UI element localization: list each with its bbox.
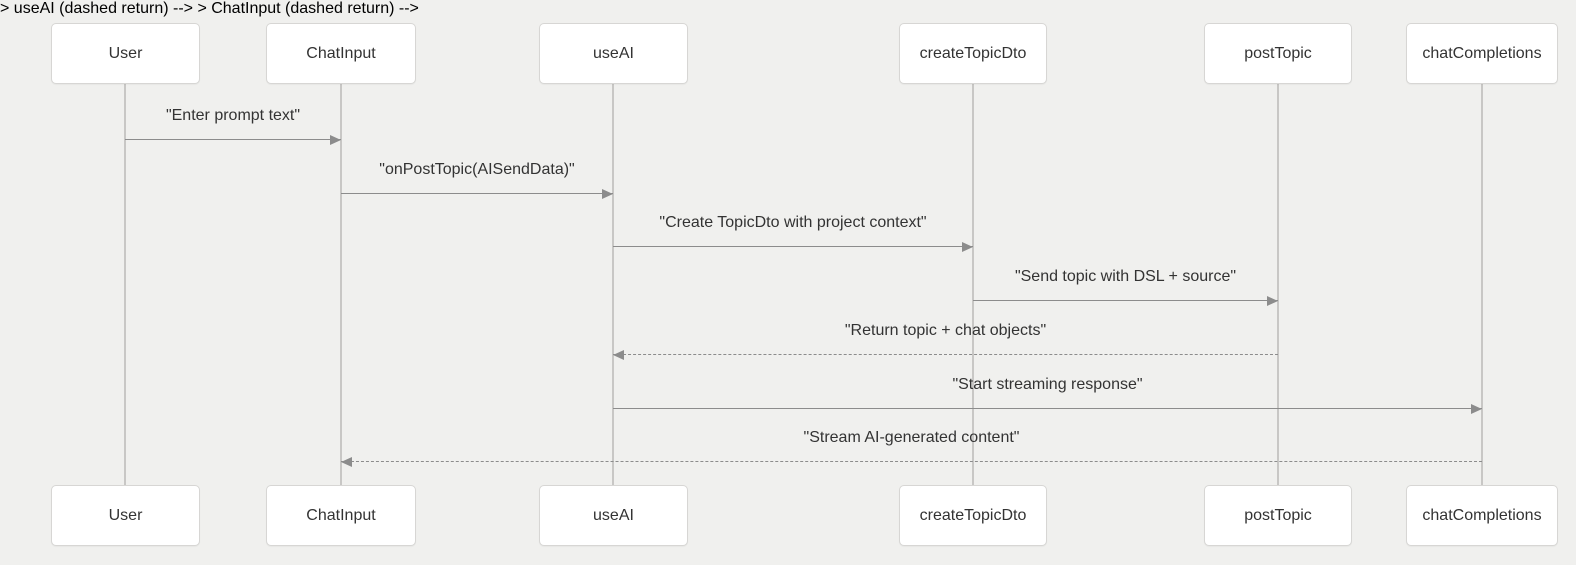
actor-box-posttopic-bottom: postTopic — [1204, 485, 1352, 546]
message-line-dashed — [341, 461, 1482, 462]
actor-box-useai-top: useAI — [539, 23, 688, 84]
actor-box-user-bottom: User — [51, 485, 200, 546]
arrowhead-right-icon — [1267, 296, 1278, 306]
message-line — [613, 408, 1482, 409]
arrowhead-left-icon — [341, 457, 352, 467]
actor-box-createtopicdto-top: createTopicDto — [899, 23, 1047, 84]
message-line-dashed — [613, 354, 1278, 355]
lifeline-chatcompletions — [1481, 84, 1483, 485]
message-label: "Return topic + chat objects" — [844, 322, 1047, 339]
message-label: "Send topic with DSL + source" — [1014, 268, 1237, 285]
message-label: "Start streaming response" — [952, 376, 1143, 393]
arrowhead-right-icon — [330, 135, 341, 145]
lifeline-user — [124, 84, 126, 485]
message-line — [341, 193, 613, 194]
message-line — [973, 300, 1278, 301]
actor-box-user-top: User — [51, 23, 200, 84]
actor-box-posttopic-top: postTopic — [1204, 23, 1352, 84]
arrowhead-right-icon — [602, 189, 613, 199]
actor-box-chatcompletions-top: chatCompletions — [1406, 23, 1558, 84]
actor-box-createtopicdto-bottom: createTopicDto — [899, 485, 1047, 546]
lifeline-posttopic — [1277, 84, 1279, 485]
actor-box-chatcompletions-bottom: chatCompletions — [1406, 485, 1558, 546]
message-line — [613, 246, 973, 247]
message-label: "onPostTopic(AISendData)" — [379, 161, 575, 178]
arrowhead-left-icon — [613, 350, 624, 360]
lifeline-useai — [612, 84, 614, 485]
actor-box-chatinput-bottom: ChatInput — [266, 485, 416, 546]
message-line — [125, 139, 341, 140]
lifeline-chatinput — [340, 84, 342, 485]
actor-box-chatinput-top: ChatInput — [266, 23, 416, 84]
arrowhead-right-icon — [962, 242, 973, 252]
lifeline-createtopicdto — [972, 84, 974, 485]
arrowhead-right-icon — [1471, 404, 1482, 414]
message-label: "Stream AI-generated content" — [803, 429, 1020, 446]
message-label: "Create TopicDto with project context" — [659, 214, 927, 231]
message-label: "Enter prompt text" — [165, 107, 301, 124]
actor-box-useai-bottom: useAI — [539, 485, 688, 546]
